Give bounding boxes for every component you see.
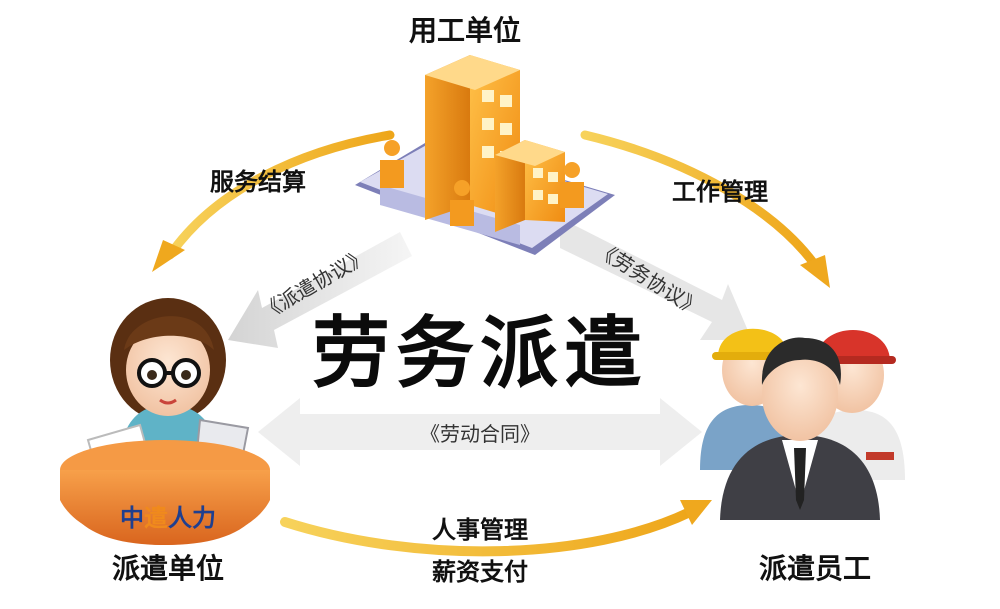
main-title: 劳务派遣 xyxy=(312,308,648,399)
brand-part-2: 遣 xyxy=(144,504,168,532)
arrow-work-management xyxy=(580,130,830,288)
labor-contract-label: 《劳动合同》 xyxy=(420,422,540,446)
arrow-labor-contract xyxy=(258,398,702,466)
arrow-service-agreement xyxy=(560,224,752,340)
brand-logo: 中遣人力 xyxy=(120,504,216,532)
salary-payment-label: 薪资支付 xyxy=(432,558,528,586)
agency-staff-icon xyxy=(60,298,270,545)
arrow-hr-management xyxy=(280,500,712,557)
settlement-label: 服务结算 xyxy=(210,168,306,196)
employer-label: 用工单位 xyxy=(409,14,521,47)
agency-label: 派遣单位 xyxy=(112,552,224,585)
brand-part-1: 中 xyxy=(120,504,144,532)
work-management-label: 工作管理 xyxy=(672,178,768,206)
employer-building-icon xyxy=(355,55,615,255)
employees-group-icon xyxy=(700,328,905,520)
arrow-dispatch-agreement xyxy=(228,232,412,348)
arrow-settlement xyxy=(152,130,395,272)
hr-management-label: 人事管理 xyxy=(432,516,528,544)
brand-part-3: 人力 xyxy=(168,504,216,532)
employee-label: 派遣员工 xyxy=(759,552,871,585)
